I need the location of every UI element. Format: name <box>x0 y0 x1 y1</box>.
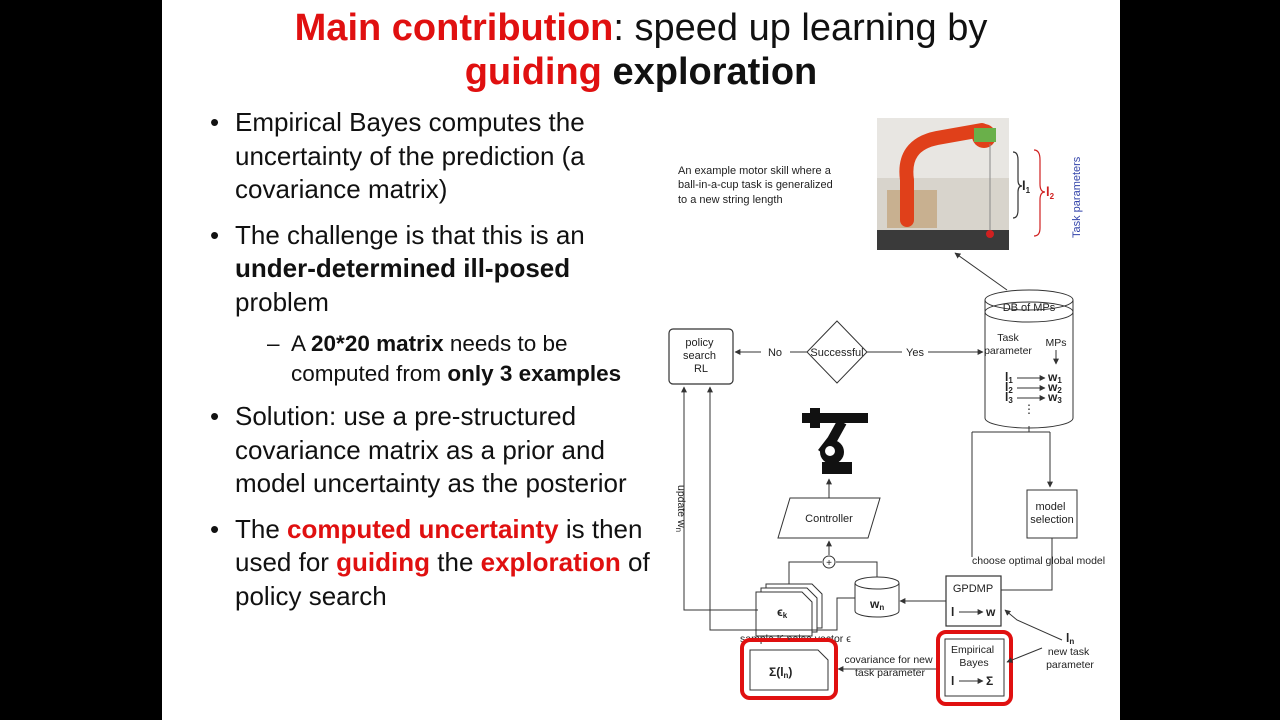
robot-arm-icon <box>802 408 868 474</box>
bullet-challenge: The challenge is that this is an under-d… <box>210 219 650 389</box>
svg-text:l3: l3 <box>1005 390 1013 405</box>
svg-text:parameter: parameter <box>984 345 1032 357</box>
svg-text:w3: w3 <box>1047 390 1062 405</box>
sub-bullet-bold: only 3 examples <box>447 360 622 386</box>
sub-bullet-matrix: A 20*20 matrix needs to be computed from… <box>235 329 650 388</box>
bullet-text: The challenge is that this is an <box>235 219 585 250</box>
task-parameters-label: Task parameters <box>1071 156 1083 238</box>
update-wn-label: update wn <box>674 485 687 532</box>
controller-label: Controller <box>805 513 853 525</box>
robot-photo <box>877 118 1009 250</box>
model-selection-box <box>1026 489 1078 539</box>
sigma-label: Σ(ln) <box>769 665 792 680</box>
svg-text:w1: w1 <box>1047 370 1062 385</box>
controller-box <box>777 497 881 539</box>
empirical-bayes-label: Empirical Bayes <box>951 644 997 669</box>
gpdmp-label: GPDMP <box>953 583 993 595</box>
brace-l2 <box>1033 149 1046 237</box>
empirical-bayes-box <box>944 638 1005 697</box>
svg-text:w2: w2 <box>1047 380 1062 395</box>
svg-text:l1: l1 <box>1005 370 1013 385</box>
gpdmp-w: w <box>985 605 996 619</box>
brace-l1 <box>1012 151 1023 219</box>
svg-text:l2: l2 <box>1005 380 1013 395</box>
successful-label: Successful <box>810 347 863 359</box>
bullet-text: Empirical Bayes computes the uncertainty… <box>235 107 585 204</box>
eb-sigma: Σ <box>986 674 993 688</box>
photo-caption: An example motor skill where a ball-in-a… <box>678 165 836 206</box>
sub-bullet-text: A <box>291 331 312 356</box>
bullet-text: Solution: use a pre-structured covarianc… <box>235 401 627 498</box>
arrow-db-photo <box>954 252 1008 291</box>
model-selection-label: model selection <box>1030 501 1073 526</box>
svg-text:DB of MPs: DB of MPs <box>1003 302 1056 314</box>
ln-label: ln <box>1066 631 1074 646</box>
no-label: No <box>768 347 782 359</box>
sub-bullet-text: needs to be computed from <box>291 331 568 386</box>
label-l1: l1 <box>1022 178 1031 195</box>
choose-model-label: choose optimal global model <box>972 555 1105 567</box>
label-l2: l2 <box>1046 184 1055 201</box>
bullet-text: the <box>430 547 481 577</box>
sub-bullet-bold: 20*20 matrix <box>311 331 444 356</box>
yes-label: Yes <box>906 347 924 359</box>
db-of-mps: DB of MPs Task parameter MPs l1 w1 l2 w2… <box>984 289 1074 429</box>
system-diagram: An example motor skill where a ball-in-a… <box>668 118 1105 706</box>
gpdmp-l: l <box>951 605 954 619</box>
gpdmp-box <box>945 575 1002 627</box>
empirical-bayes-highlight <box>936 630 1013 706</box>
wn-store: wn <box>854 576 900 618</box>
title-highlight-guiding: guiding <box>464 51 602 93</box>
eb-l: l <box>951 674 954 688</box>
bullet-text: The <box>235 513 288 544</box>
title-highlight-main: Main contribution <box>294 7 614 49</box>
covariance-label: covariance for new task parameter <box>844 654 935 679</box>
sum-node <box>822 555 836 569</box>
svg-text:+: + <box>826 558 832 569</box>
bullet-text: is then used for <box>235 513 643 578</box>
svg-text:ϵk: ϵk <box>777 605 788 620</box>
svg-text:Task: Task <box>997 332 1019 344</box>
bullet-red-text: guiding <box>336 547 431 577</box>
bullet-text: of policy search <box>235 547 650 611</box>
bullet-red-text: exploration <box>480 547 621 577</box>
epsilon-stack: ϵk <box>755 583 823 637</box>
bullet-list: Empirical Bayes computes the uncertainty… <box>210 106 650 625</box>
title-text: : speed up learning by <box>613 7 988 49</box>
slide-title: Main contribution: speed up learning by … <box>162 6 1120 94</box>
svg-text:⋮: ⋮ <box>1023 402 1035 416</box>
sigma-box <box>749 649 829 691</box>
bullet-red-text: computed uncertainty <box>287 513 559 544</box>
title-text-exploration: exploration <box>601 51 818 93</box>
bullet-computed-uncertainty: The computed uncertainty is then used fo… <box>210 513 650 614</box>
policy-search-label: policy search RL <box>683 337 719 375</box>
bullet-solution: Solution: use a pre-structured covarianc… <box>210 400 650 501</box>
policy-search-rl-box <box>668 328 734 385</box>
svg-text:MPs: MPs <box>1046 337 1067 349</box>
svg-text:wn: wn <box>869 597 884 612</box>
bullet-text: problem <box>235 286 329 317</box>
bullet-bold-text: under-determined ill-posed <box>235 253 571 283</box>
successful-decision <box>806 320 868 384</box>
bullet-empirical-bayes: Empirical Bayes computes the uncertainty… <box>210 106 650 207</box>
slide: Main contribution: speed up learning by … <box>162 0 1120 720</box>
new-task-label: new task parameter <box>1046 646 1094 671</box>
